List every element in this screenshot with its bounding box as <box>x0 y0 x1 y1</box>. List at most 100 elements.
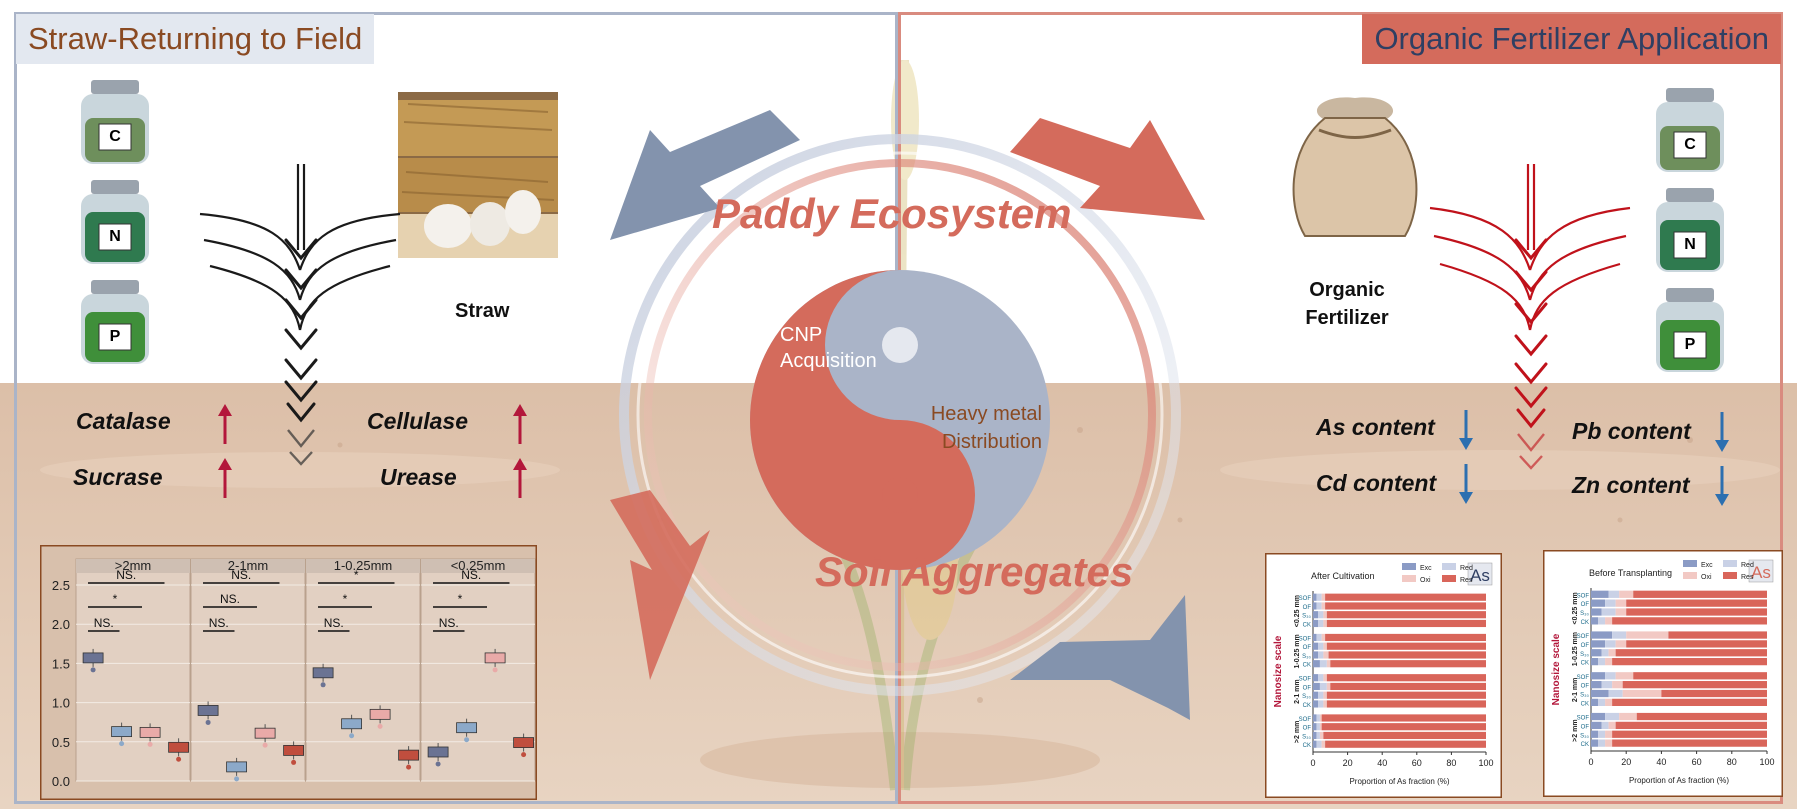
bar-segment <box>1326 660 1331 668</box>
bar-segment <box>1313 602 1317 610</box>
bar-segment <box>1608 721 1616 730</box>
bar-segment <box>1605 712 1620 721</box>
bar-segment <box>1605 617 1613 625</box>
box-outlier <box>147 741 153 747</box>
treatment-label: SOF <box>1577 675 1590 681</box>
facet-panel <box>190 558 306 782</box>
bar-segment <box>1615 649 1767 657</box>
x-tick-label: 80 <box>1446 758 1456 768</box>
size-group-label: <0.25 mm <box>1294 595 1301 627</box>
x-tick-label: 60 <box>1692 757 1702 767</box>
bar-segment <box>1605 739 1613 747</box>
metal-label: Pb content <box>1572 418 1691 444</box>
legend-label: Res <box>1741 574 1754 581</box>
size-group-label: >2 mm <box>1294 721 1301 743</box>
box-mark <box>111 726 132 738</box>
y-tick-label: 0.0 <box>52 774 70 789</box>
bar-segment <box>1626 608 1767 616</box>
bar-segment <box>1598 739 1606 747</box>
box-outlier <box>234 776 240 782</box>
box-mark <box>427 746 449 758</box>
y-tick-label: 1.0 <box>52 696 70 711</box>
size-group-label: 1-0.25 mm <box>1572 632 1579 666</box>
bar-segment <box>1319 682 1327 691</box>
significance-label: NS. <box>116 568 136 582</box>
box-outlier <box>205 719 211 725</box>
bar-segment <box>1591 681 1602 689</box>
bar-segment <box>1591 657 1599 666</box>
x-axis-label: Proportion of As fraction (%) <box>1349 777 1449 786</box>
box-outlier <box>176 756 182 762</box>
bar-segment <box>1313 611 1319 619</box>
bar-segment <box>1318 691 1324 699</box>
box-mark <box>168 741 190 753</box>
treatment-label: CK <box>1303 703 1311 709</box>
facet-label: >2mm <box>115 558 151 573</box>
jar-label: P <box>1684 336 1696 353</box>
treatment-label: OF <box>1303 685 1312 691</box>
bar-segment <box>1321 714 1486 722</box>
box-outlier <box>464 737 470 743</box>
bar-segment <box>1612 657 1767 666</box>
bar-segment <box>1598 617 1606 625</box>
bar-segment <box>1313 619 1319 628</box>
yin-label: CNP Acquisition <box>780 324 877 372</box>
treatment-label: OF <box>1303 605 1312 611</box>
facet-label: 1-0.25mm <box>334 558 393 573</box>
treatment-label: S₃₀ <box>1580 733 1589 739</box>
jar-label: N <box>1684 236 1696 253</box>
legend-swatch <box>1723 560 1737 567</box>
bar-segment <box>1601 649 1609 657</box>
bar-segment <box>1591 721 1602 730</box>
treatment-label: SOF <box>1299 636 1312 642</box>
bar-segment <box>1318 619 1324 628</box>
cycle-arrow <box>610 110 800 240</box>
treatment-label: S₃₀ <box>1580 652 1589 658</box>
bar-segment <box>1626 640 1767 648</box>
bar-segment <box>1591 608 1602 616</box>
y-tick-label: 2.0 <box>52 617 70 632</box>
bar-segment <box>1321 593 1326 601</box>
bar-segment <box>1318 642 1324 650</box>
box-mark <box>369 708 391 720</box>
bar-segment <box>1316 633 1322 642</box>
bar-segment <box>1612 730 1767 738</box>
bar-segment <box>1323 700 1327 708</box>
box-mark <box>341 718 363 730</box>
enzyme-label: Cellulase <box>367 408 468 434</box>
top-cycle-label: Paddy Ecosystem <box>712 190 1072 237</box>
facet-strip <box>76 559 190 573</box>
bar-segment <box>1316 593 1322 601</box>
size-group-label: 2-1 mm <box>1294 679 1301 704</box>
box-mark <box>456 722 478 734</box>
legend-swatch <box>1402 575 1416 582</box>
jar-icon <box>81 280 149 364</box>
bar-segment <box>1668 631 1767 639</box>
arrow-down-icon <box>1715 466 1729 506</box>
legend-label: Res <box>1460 577 1473 584</box>
bar-segment <box>1318 651 1324 659</box>
x-tick-label: 100 <box>1478 758 1493 768</box>
bar-segment <box>1326 642 1486 650</box>
bar-segment <box>1636 712 1767 721</box>
significance-label: * <box>343 592 348 606</box>
bar-segment <box>1591 649 1602 657</box>
box-mark <box>197 705 219 716</box>
bar-segment <box>1615 672 1634 680</box>
bar-segment <box>1323 642 1327 650</box>
legend-swatch <box>1442 575 1456 582</box>
treatment-label: CK <box>1303 622 1311 628</box>
bar-segment <box>1615 640 1627 648</box>
bar-segment <box>1313 700 1319 708</box>
bar-segment <box>1633 672 1767 680</box>
enzyme-label: Sucrase <box>73 464 163 490</box>
treatment-label: OF <box>1303 645 1312 651</box>
box-outlier <box>406 764 412 770</box>
treatment-label: SOF <box>1577 634 1590 640</box>
box-mark <box>312 667 334 679</box>
treatment-label: CK <box>1581 620 1589 626</box>
bar-segment <box>1326 691 1486 699</box>
arrow-down-icon <box>1459 410 1473 450</box>
bar-segment <box>1313 691 1319 699</box>
size-group-label: 2-1 mm <box>1572 678 1579 703</box>
